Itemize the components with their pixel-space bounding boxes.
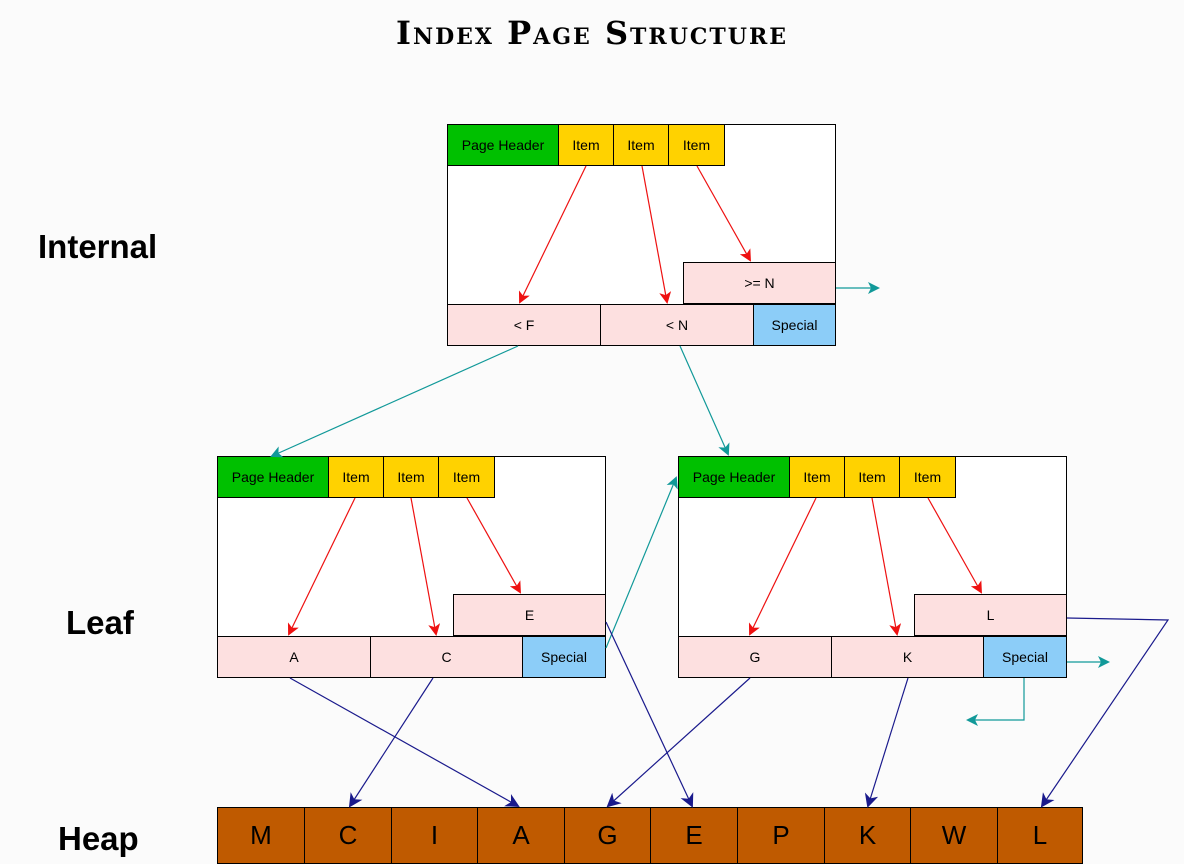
leaf1-tuple-a: A [217, 636, 371, 678]
leaf1-tuple-e: E [453, 594, 606, 636]
heap-tuple-i: I [391, 807, 478, 864]
internal-item-1: Item [558, 124, 614, 166]
arrow-lt-f-to-leaf1 [270, 345, 519, 458]
internal-page-header: Page Header [447, 124, 559, 166]
leaf1-item-1: Item [328, 456, 384, 498]
arrow-k-to-heap-k [864, 677, 909, 808]
level-label-internal: Internal [38, 228, 158, 265]
internal-special: Special [753, 304, 836, 346]
internal-tuple-ge-n: >= N [683, 262, 836, 304]
level-label-heap: Heap [58, 820, 139, 857]
leaf2-special: Special [983, 636, 1067, 678]
diagram-title: Index Page Structure [395, 14, 789, 52]
arrow-lt-n-to-leaf2 [679, 345, 730, 456]
heap-tuple-k: K [824, 807, 911, 864]
arrow-a-to-heap-a [289, 677, 520, 807]
heap-tuple-m: M [217, 807, 305, 864]
leaf2-tuple-g: G [678, 636, 832, 678]
leaf2-tuple-k: K [831, 636, 984, 678]
arrow-g-to-heap-g [606, 677, 751, 808]
level-label-leaf: Leaf [66, 604, 134, 641]
arrow-leaf1-special-to-leaf2 [605, 476, 678, 649]
heap-tuple-l: L [997, 807, 1083, 864]
internal-item-2: Item [613, 124, 669, 166]
leaf1-tuple-c: C [370, 636, 523, 678]
leaf1-page-header: Page Header [217, 456, 329, 498]
heap-tuple-p: P [737, 807, 825, 864]
heap-tuple-a: A [477, 807, 565, 864]
leaf2-item-2: Item [844, 456, 900, 498]
leaf2-item-3: Item [899, 456, 956, 498]
heap-tuple-e: E [650, 807, 738, 864]
internal-item-3: Item [668, 124, 725, 166]
leaf2-tuple-l: L [914, 594, 1067, 636]
arrow-leaf2-special-left [966, 678, 1025, 726]
heap-tuple-g: G [564, 807, 651, 864]
leaf1-item-3: Item [438, 456, 495, 498]
arrow-c-to-heap-c [348, 677, 434, 808]
leaf1-special: Special [522, 636, 606, 678]
heap-tuple-c: C [304, 807, 392, 864]
leaf1-item-2: Item [383, 456, 439, 498]
leaf2-page-header: Page Header [678, 456, 790, 498]
leaf2-item-1: Item [789, 456, 845, 498]
internal-tuple-lt-f: < F [447, 304, 601, 346]
internal-tuple-lt-n: < N [600, 304, 754, 346]
heap-tuple-w: W [910, 807, 998, 864]
